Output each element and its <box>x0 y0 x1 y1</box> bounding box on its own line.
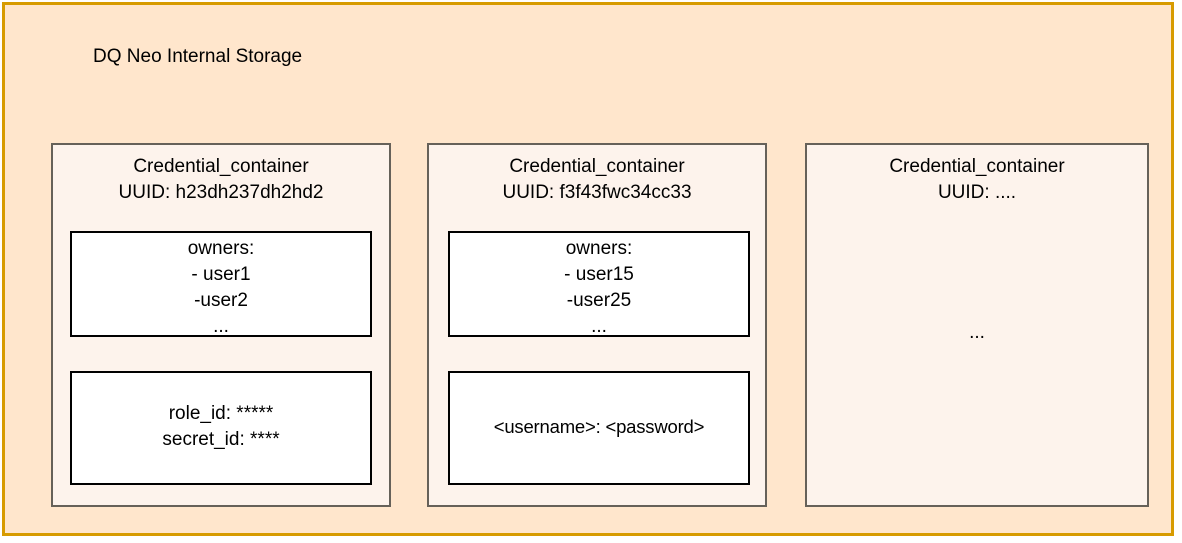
credential-container-2-heading: Credential_container UUID: f3f43fwc34cc3… <box>429 154 765 206</box>
credential-container-3-uuid: UUID: .... <box>937 182 1017 203</box>
owners-box-2-item-2: -user25 <box>566 290 632 311</box>
owners-box-1[interactable]: owners: - user1 -user2 ... <box>70 231 372 337</box>
secret-box-2[interactable]: <username>: <password> <box>448 371 750 485</box>
credential-container-1-heading: Credential_container UUID: h23dh237dh2hd… <box>53 154 389 206</box>
credential-container-3-heading: Credential_container UUID: .... <box>807 154 1147 206</box>
owners-box-1-more: ... <box>213 316 229 337</box>
owners-box-2-title: owners: <box>565 238 633 259</box>
secret-box-1[interactable]: role_id: ***** secret_id: **** <box>70 371 372 485</box>
owners-box-1-item-2: -user2 <box>194 290 248 311</box>
owners-box-2-more: ... <box>591 316 607 337</box>
credential-container-3-title: Credential_container <box>889 156 1065 177</box>
credential-container-1[interactable]: Credential_container UUID: h23dh237dh2hd… <box>51 143 391 507</box>
secret-box-1-role-id: role_id: ***** <box>168 403 274 424</box>
credential-container-2[interactable]: Credential_container UUID: f3f43fwc34cc3… <box>427 143 767 507</box>
owners-box-2-item-1: - user15 <box>564 264 634 285</box>
credential-container-2-title: Credential_container <box>509 156 685 177</box>
credential-container-3-more: ... <box>969 322 985 343</box>
credential-container-1-title: Credential_container <box>133 156 309 177</box>
secret-box-1-secret-id: secret_id: **** <box>162 429 280 450</box>
credential-container-2-uuid: UUID: f3f43fwc34cc33 <box>502 182 692 203</box>
dq-neo-internal-storage-frame: DQ Neo Internal Storage Credential_conta… <box>2 2 1174 536</box>
storage-title: DQ Neo Internal Storage <box>93 46 303 67</box>
owners-box-1-item-1: - user1 <box>191 264 251 285</box>
credential-container-3[interactable]: Credential_container UUID: .... ... <box>805 143 1149 507</box>
owners-box-2[interactable]: owners: - user15 -user25 ... <box>448 231 750 337</box>
credential-container-1-uuid: UUID: h23dh237dh2hd2 <box>118 182 324 203</box>
secret-box-2-username-password: <username>: <password> <box>493 416 705 437</box>
owners-box-1-title: owners: <box>187 238 255 259</box>
